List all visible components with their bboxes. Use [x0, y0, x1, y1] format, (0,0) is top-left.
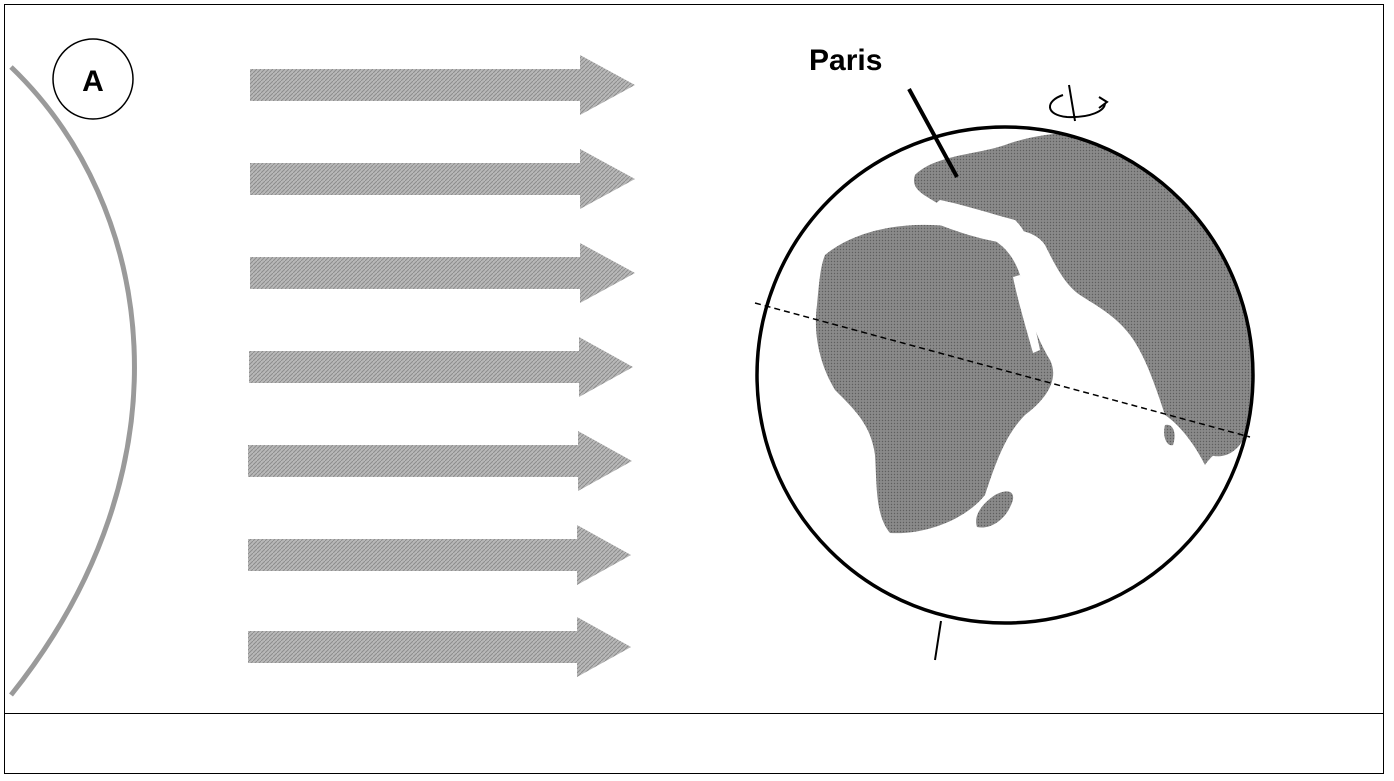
equator-line [754, 302, 1251, 438]
sun-label: A [82, 65, 104, 98]
ray-arrow [248, 525, 631, 585]
ray-arrow [250, 243, 635, 303]
sea-gap [1096, 325, 1130, 389]
caption-cell [4, 712, 1384, 774]
islands-shape [1202, 422, 1245, 457]
ray-arrow [248, 431, 632, 491]
continents [815, 132, 1253, 534]
ray-arrow [250, 149, 635, 209]
ray-arrow [249, 337, 633, 397]
red-sea [1013, 275, 1040, 353]
sun-label-badge: A [52, 38, 134, 120]
mediterranean [932, 200, 1026, 245]
figure-table: A [4, 4, 1384, 774]
paris-pointer [907, 88, 959, 178]
ray-arrow [250, 55, 635, 115]
rotation-arrow-icon [1049, 84, 1109, 122]
earth-globe [754, 84, 1255, 661]
africa-shape [815, 224, 1054, 534]
rotation-axis [934, 620, 942, 661]
sun-edge [9, 65, 137, 697]
diagram-canvas: A [9, 38, 1255, 697]
sun-rays [248, 55, 635, 677]
diagram-cell: A [4, 4, 1384, 714]
ray-arrow [248, 617, 631, 677]
paris-label: Paris [809, 44, 882, 77]
globe-outline [755, 125, 1255, 625]
madagascar-shape [976, 491, 1014, 528]
island-shape [1164, 424, 1175, 446]
eurasia-shape [914, 132, 1253, 465]
